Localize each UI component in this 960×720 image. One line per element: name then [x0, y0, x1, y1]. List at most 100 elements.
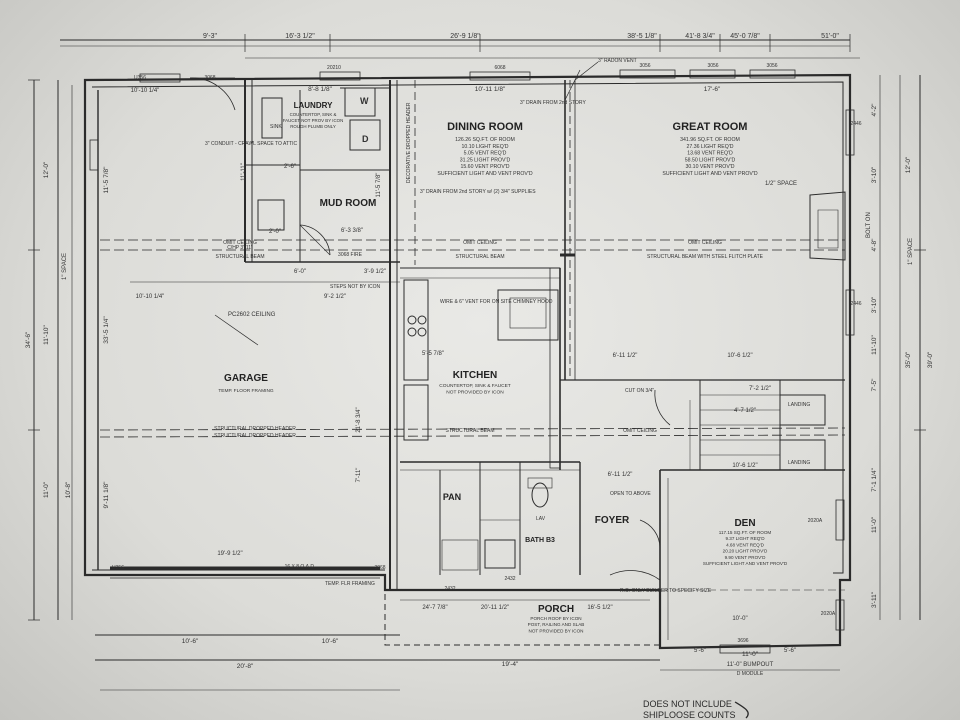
window-tag: 20210: [327, 65, 341, 71]
rough-opening-note: R.O. ONLY BUILDER TO SPECIFY SIZE: [620, 588, 712, 594]
interior-dimension: 19'-9 1/2": [217, 551, 242, 557]
right-dimension: 3'-10": [871, 166, 878, 183]
den-label: DEN: [734, 518, 755, 529]
interior-dimension: 6'-3 3/8": [341, 228, 363, 234]
hood-vent-note: WIRE & 6" VENT FOR ON SITE CHIMNEY HOOD: [440, 299, 553, 305]
right-dimension: 7'-1 1/4": [871, 467, 878, 491]
interior-dimension: 10'-10 1/4": [131, 88, 160, 94]
window-tag: 3068: [374, 565, 385, 571]
temp-floor-note: TEMP. FLR FRAMING: [325, 581, 375, 587]
interior-dimension: 6'-11 1/2": [608, 472, 633, 478]
interior-dimension: 5'-5 7/8": [422, 351, 444, 357]
den-spec-line: SUFFICIENT LIGHT AND VENT PROV'D: [703, 561, 788, 566]
ceiling-height-note: C/HP 3'-11": [227, 245, 253, 251]
top-inner-dimension: 17'-6": [704, 86, 721, 93]
kitchen-label: KITCHEN: [453, 370, 497, 381]
bottom-dimension: 10'-6": [322, 638, 339, 645]
half-space-note: 1/2" SPACE: [765, 181, 797, 187]
steps-note: STEPS NOT BY ICON: [330, 284, 380, 290]
interior-dimension: 2'-6": [284, 164, 296, 170]
garage-specs: TEMP. FLOOR FRAMING: [218, 388, 274, 394]
right-dimension: 11'-10": [871, 334, 878, 354]
space-note-left: 1" SPACE: [62, 253, 68, 280]
omit-ceiling-note-3: OMIT CEILING: [688, 240, 722, 246]
den-spec-line: 9.90 VENT PROV'D: [725, 555, 767, 560]
left-dimension: 33'-5 1/4": [103, 316, 110, 344]
interior-dimension: 11'-11": [241, 163, 247, 181]
right-dimension: 7'-5": [871, 378, 878, 392]
bottom-dimension: 10'-6": [182, 638, 199, 645]
window-tag: 6068: [494, 65, 505, 71]
interior-dimension: 4'-7 1/2": [734, 408, 756, 414]
left-dimension: 11'-5 7/8": [103, 166, 110, 194]
pantry-label: PAN: [443, 492, 461, 502]
drain-note: 3" DRAIN FROM 2nd STORY: [520, 100, 586, 106]
interior-dimension: 2'-0": [269, 229, 281, 235]
landing-note-2: LANDING: [788, 460, 810, 466]
laundry-spec-line: FAUCET NOT PROV BY ICON: [283, 118, 344, 123]
dining-spec-line: 10.10 LIGHT REQ'D: [461, 144, 508, 150]
module-note: D MODULE: [737, 671, 764, 677]
den-spec-line: 4.68 VENT REQ'D: [726, 542, 764, 547]
dining-spec-line: 5.05 VENT REQ'D: [464, 151, 507, 157]
top-dimension: 41'-8 3/4": [685, 33, 715, 40]
garage-label: GARAGE: [224, 373, 268, 384]
den-spec-line: 9.37 LIGHT REQ'D: [725, 536, 765, 541]
great-spec-line: 13.68 VENT REQ'D: [687, 151, 733, 157]
kitchen-spec-line: COUNTERTOP, SINK & FAUCET: [439, 383, 511, 389]
window-tag: 2432: [444, 586, 455, 592]
interior-dimension: 7'-11": [356, 468, 362, 483]
right-dimension: 11'-0": [871, 516, 878, 533]
window-tag: 16 X 8 O.A.D.: [285, 564, 316, 570]
right-dimension: 39'-0": [927, 351, 934, 368]
great-room-label: GREAT ROOM: [673, 121, 748, 133]
right-dimension: 4'-2": [871, 103, 878, 117]
bottom-dimension: 11'-0": [742, 651, 759, 658]
window-tag: 3056: [639, 63, 650, 69]
interior-dimension: 5'-6": [694, 648, 706, 654]
dining-spec-line: 126.26 SQ.FT. OF ROOM: [455, 137, 515, 143]
interior-dimension: 10'-10 1/4": [136, 294, 165, 300]
handwritten-note-line1: DOES NOT INCLUDE: [643, 699, 732, 709]
right-dimension: 3'-11": [871, 591, 878, 608]
interior-dimension: 20'-11 1/2": [481, 605, 509, 611]
radon-vent-note: 3" RADON VENT: [598, 58, 637, 64]
top-dimension: 26'-9 1/8": [450, 33, 480, 40]
interior-dimension: 3'-9 1/2": [364, 269, 386, 275]
interior-dimension: 16'-5 1/2": [587, 605, 612, 611]
left-dimension: 9'-11 1/8": [103, 481, 110, 509]
interior-dimension: 10'-0": [732, 616, 747, 622]
bottom-dimension: 20'-8": [237, 663, 254, 670]
steel-beam-note: STRUCTURAL BEAM WITH STEEL FLITCH PLATE: [647, 254, 764, 260]
left-dimension: 11'-10": [43, 324, 50, 344]
window-tag: 2446: [850, 301, 861, 307]
sink-label: SINK: [270, 124, 282, 130]
mud-room-label: MUD ROOM: [320, 198, 377, 209]
structural-beam-note-3: STRUCTURAL BEAM: [446, 428, 495, 434]
left-dimension: 10'-8": [65, 481, 72, 498]
porch-spec-line: POST, RAILING AND SLAB: [528, 622, 585, 627]
laundry-label: LAUNDRY: [294, 101, 333, 110]
interior-dimension: 9'-2 1/2": [324, 294, 346, 300]
right-dimension: 4'-8": [871, 238, 878, 252]
interior-dimension: 6'-11 1/2": [613, 353, 638, 359]
porch-label: PORCH: [538, 604, 574, 615]
cut-on-note: CUT ON 3/4": [625, 388, 654, 394]
conduit-note: 3" CONDUIT - CRAWL SPACE TO ATTIC: [205, 141, 297, 147]
right-dimension: 3'-10": [871, 296, 878, 313]
dimension-labels: 9'-3"16'-3 1/2"26'-9 1/8"38'-5 1/8"41'-8…: [25, 33, 934, 670]
window-tag: 3056: [707, 63, 718, 69]
window-tag: 2020A: [821, 611, 836, 617]
interior-dimension: 24'-7 7/8": [422, 605, 447, 611]
open-above-note: OPEN TO ABOVE: [610, 491, 651, 497]
den-spec-line: 20.20 LIGHT PROV'D: [723, 549, 768, 554]
top-dimension: 16'-3 1/2": [285, 33, 315, 40]
lavatory-label: LAV: [536, 516, 546, 522]
top-inner-dimension: 10'-11 1/8": [475, 86, 506, 93]
